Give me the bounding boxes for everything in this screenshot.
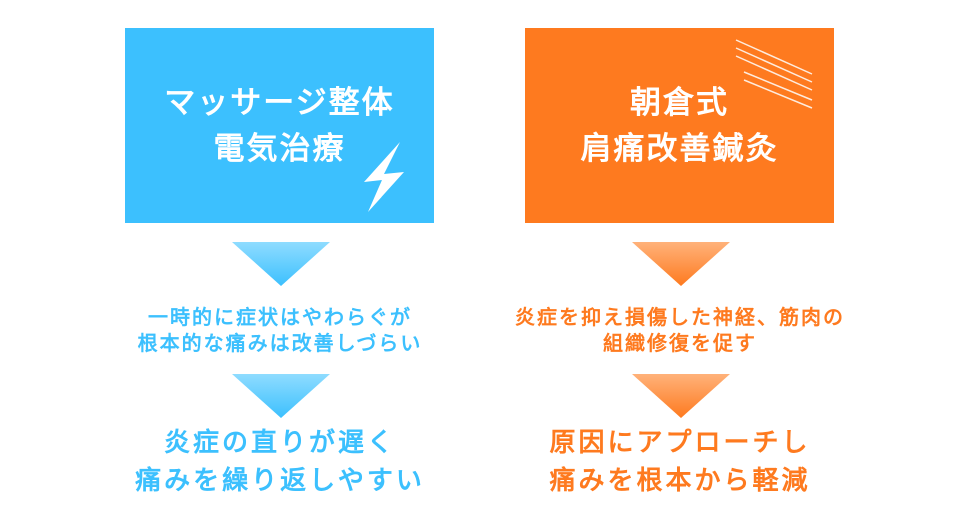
box-title-line: マッサージ整体 (164, 84, 395, 121)
text-line: 痛みを根本から軽減 (549, 466, 811, 496)
box-title-line: 肩痛改善鍼灸 (580, 130, 779, 167)
arrow-down-icon (232, 374, 330, 418)
right-effect-text: 炎症を抑え損傷した神経、筋肉の 組織修復を促す (480, 304, 880, 356)
arrow-down-icon (632, 374, 730, 418)
text-line: 原因にアプローチし (549, 428, 811, 458)
lightning-icon (364, 142, 404, 212)
right-result-text: 原因にアプローチし 痛みを根本から軽減 (480, 424, 880, 500)
arrow-down-icon (232, 242, 330, 286)
box-title-line: 朝倉式 (630, 84, 729, 121)
decorative-lines-icon (735, 39, 813, 109)
box-title-line: 電気治療 (213, 130, 346, 167)
text-line: 一時的に症状はやわらぐが (148, 305, 412, 329)
arrow-down-icon (632, 242, 730, 286)
text-line: 根本的な痛みは改善しづらい (137, 331, 423, 355)
text-line: 炎症の直りが遅く (163, 428, 396, 458)
left-effect-text: 一時的に症状はやわらぐが 根本的な痛みは改善しづらい (80, 304, 480, 356)
massage-electric-therapy-box: マッサージ整体 電気治療 (125, 28, 434, 223)
text-line: 組織修復を促す (603, 331, 757, 355)
text-line: 痛みを繰り返しやすい (135, 466, 425, 496)
text-line: 炎症を抑え損傷した神経、筋肉の (515, 305, 845, 329)
left-result-text: 炎症の直りが遅く 痛みを繰り返しやすい (80, 424, 480, 500)
